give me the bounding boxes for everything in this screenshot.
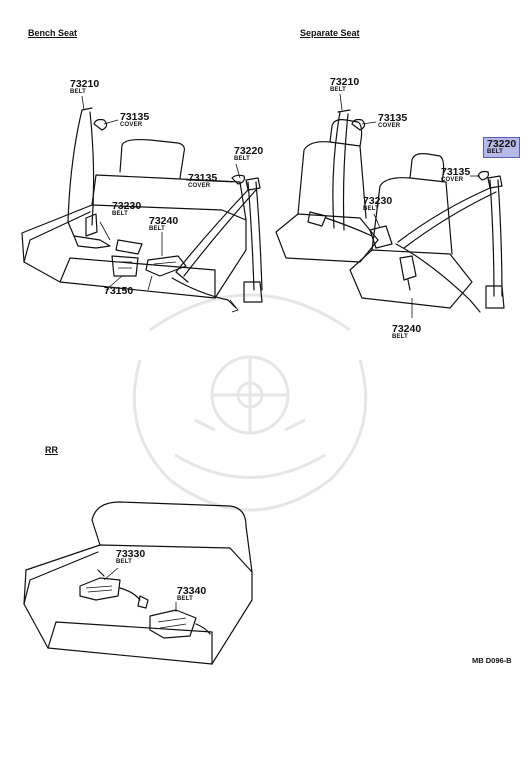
- part-label-73220-separate-highlighted[interactable]: 73220 BELT: [483, 137, 521, 158]
- part-label-73135-separate-right[interactable]: 73135 COVER: [441, 167, 470, 184]
- rear-seat-heading: RR: [45, 445, 58, 455]
- separate-seat-drawing: [275, 109, 505, 313]
- part-number: 73240: [149, 215, 179, 227]
- part-name: COVER: [120, 122, 143, 128]
- part-number: 73210: [330, 76, 360, 88]
- part-number: 73150: [104, 285, 134, 297]
- part-label-73340-rear[interactable]: 73340 BELT: [177, 586, 206, 603]
- part-name: BELT: [330, 87, 347, 93]
- part-name: COVER: [378, 123, 401, 129]
- part-number: 73340: [177, 585, 207, 597]
- part-name: BELT: [116, 559, 133, 565]
- separate-seat-heading: Separate Seat: [300, 28, 360, 38]
- part-number: 73330: [116, 548, 146, 560]
- part-name: BELT: [70, 89, 87, 95]
- part-name: BELT: [392, 334, 409, 340]
- part-number: 73230: [112, 200, 142, 212]
- part-label-73220-bench[interactable]: 73220 BELT: [234, 146, 263, 163]
- part-name: BELT: [177, 596, 194, 602]
- part-label-73230-bench[interactable]: 73230 BELT: [112, 201, 141, 218]
- part-number: 73240: [392, 323, 422, 335]
- part-label-73135-bench-left[interactable]: 73135 COVER: [120, 112, 149, 129]
- part-name: BELT: [149, 226, 166, 232]
- part-name: BELT: [363, 206, 380, 212]
- bench-seat-heading: Bench Seat: [28, 28, 78, 38]
- part-name: BELT: [487, 149, 504, 155]
- leader-lines: [81, 93, 480, 612]
- rear-seat-drawing: [23, 501, 253, 665]
- part-label-73135-bench-right[interactable]: 73135 COVER: [188, 173, 217, 190]
- part-number: 73135: [441, 166, 471, 178]
- part-name: BELT: [234, 156, 251, 162]
- bench-seat-drawing: [21, 107, 263, 313]
- part-label-73210-bench[interactable]: 73210 BELT: [70, 79, 99, 96]
- part-label-73230-separate[interactable]: 73230 BELT: [363, 196, 392, 213]
- part-label-73210-separate[interactable]: 73210 BELT: [330, 77, 359, 94]
- part-name: COVER: [441, 177, 464, 183]
- diagram-code: MB D096-B: [472, 656, 512, 665]
- part-label-73135-separate-left[interactable]: 73135 COVER: [378, 113, 407, 130]
- part-number: 73135: [120, 111, 150, 123]
- part-name: BELT: [112, 211, 129, 217]
- part-label-73330-rear[interactable]: 73330 BELT: [116, 549, 145, 566]
- part-name: COVER: [188, 183, 211, 189]
- part-label-73240-bench[interactable]: 73240 BELT: [149, 216, 178, 233]
- part-number: 73220: [487, 138, 517, 150]
- part-number: 73135: [378, 112, 408, 124]
- part-number: 73230: [363, 195, 393, 207]
- part-number: 73210: [70, 78, 100, 90]
- part-label-73240-separate[interactable]: 73240 BELT: [392, 324, 421, 341]
- part-number: 73135: [188, 172, 218, 184]
- part-label-73150-bench[interactable]: 73150: [104, 285, 134, 297]
- part-number: 73220: [234, 145, 264, 157]
